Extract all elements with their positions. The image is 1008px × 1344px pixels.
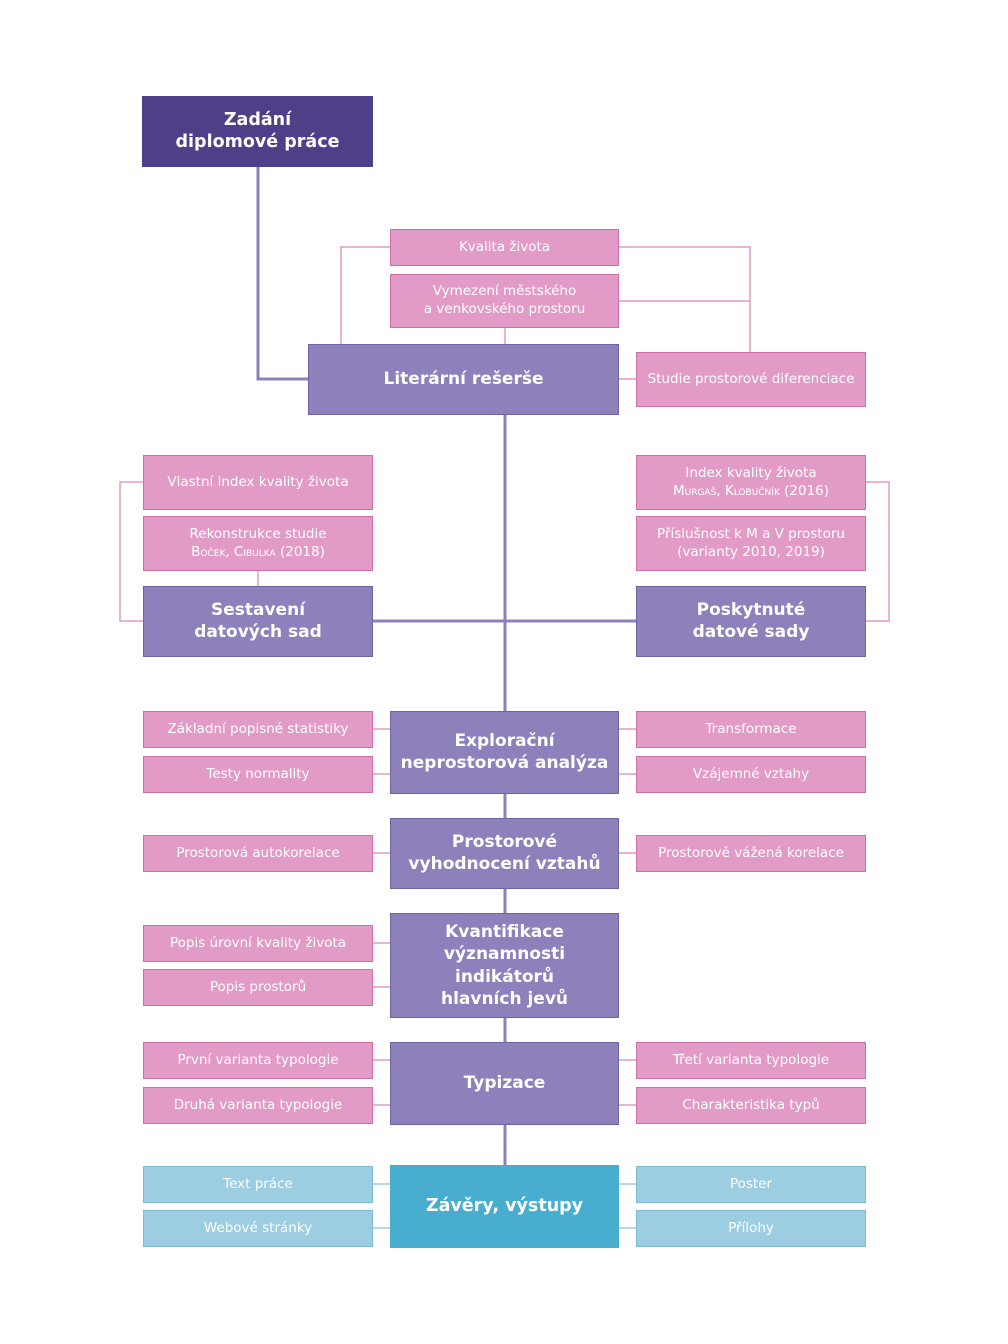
node-zavery-vystupy: Závěry, výstupy <box>390 1165 619 1248</box>
node-index-kvality: Index kvality života Murgaš, Klobučník (… <box>636 455 866 510</box>
node-zadani: Zadání diplomové práce <box>142 96 373 167</box>
node-poskytnute: Poskytnuté datové sady <box>636 586 866 657</box>
node-prvni-varianta: První varianta typologie <box>143 1042 373 1079</box>
node-vzajemne-vztahy: Vzájemné vztahy <box>636 756 866 793</box>
node-autokorelace: Prostorová autokorelace <box>143 835 373 872</box>
node-typizace: Typizace <box>390 1042 619 1125</box>
node-kvalita-zivota: Kvalita života <box>390 229 619 266</box>
connector-left-bracket <box>119 481 144 622</box>
node-vazena-korelace: Prostorově vážená korelace <box>636 835 866 872</box>
node-poster: Poster <box>636 1166 866 1203</box>
node-testy-normality: Testy normality <box>143 756 373 793</box>
connector-zadani-reserse <box>256 167 309 381</box>
node-transformace: Transformace <box>636 711 866 748</box>
rekonstrukce-line2: Boček, Cibulka (2018) <box>191 543 325 560</box>
node-treti-varianta: Třetí varianta typologie <box>636 1042 866 1079</box>
node-literarni-reserse: Literární rešerše <box>308 344 619 415</box>
node-sestaveni: Sestavení datových sad <box>143 586 373 657</box>
connector-kvalita-studie <box>618 246 751 353</box>
node-text-prace: Text práce <box>143 1166 373 1203</box>
node-prilohy: Přílohy <box>636 1210 866 1247</box>
node-druha-varianta: Druhá varianta typologie <box>143 1087 373 1124</box>
node-vlastni-index: Vlastní index kvality života <box>143 455 373 510</box>
connector-right-bracket <box>865 481 890 622</box>
node-exploracni-analyza: Explorační neprostorová analýza <box>390 711 619 794</box>
node-prostorove-vyhodnoceni: Prostorové vyhodnocení vztahů <box>390 818 619 889</box>
node-charakteristika-typu: Charakteristika typů <box>636 1087 866 1124</box>
node-prislusnost: Příslušnost k M a V prostoru (varianty 2… <box>636 516 866 571</box>
node-studie-diferenciace: Studie prostorové diferenciace <box>636 352 866 407</box>
node-popis-urovni: Popis úrovní kvality života <box>143 925 373 962</box>
node-rekonstrukce: Rekonstrukce studie Boček, Cibulka (2018… <box>143 516 373 571</box>
node-vymezeni: Vymezení městského a venkovského prostor… <box>390 274 619 328</box>
index-line1: Index kvality života <box>685 464 817 481</box>
node-kvantifikace: Kvantifikace významnosti indikátorů hlav… <box>390 913 619 1018</box>
node-webove-stranky: Webové stránky <box>143 1210 373 1247</box>
connector-reserse-kvalita <box>340 246 391 345</box>
index-line2: Murgaš, Klobučník (2016) <box>672 482 830 499</box>
rekonstrukce-line1: Rekonstrukce studie <box>189 525 327 542</box>
node-zakladni-statistiky: Základní popisné statistiky <box>143 711 373 748</box>
node-popis-prostoru: Popis prostorů <box>143 969 373 1006</box>
